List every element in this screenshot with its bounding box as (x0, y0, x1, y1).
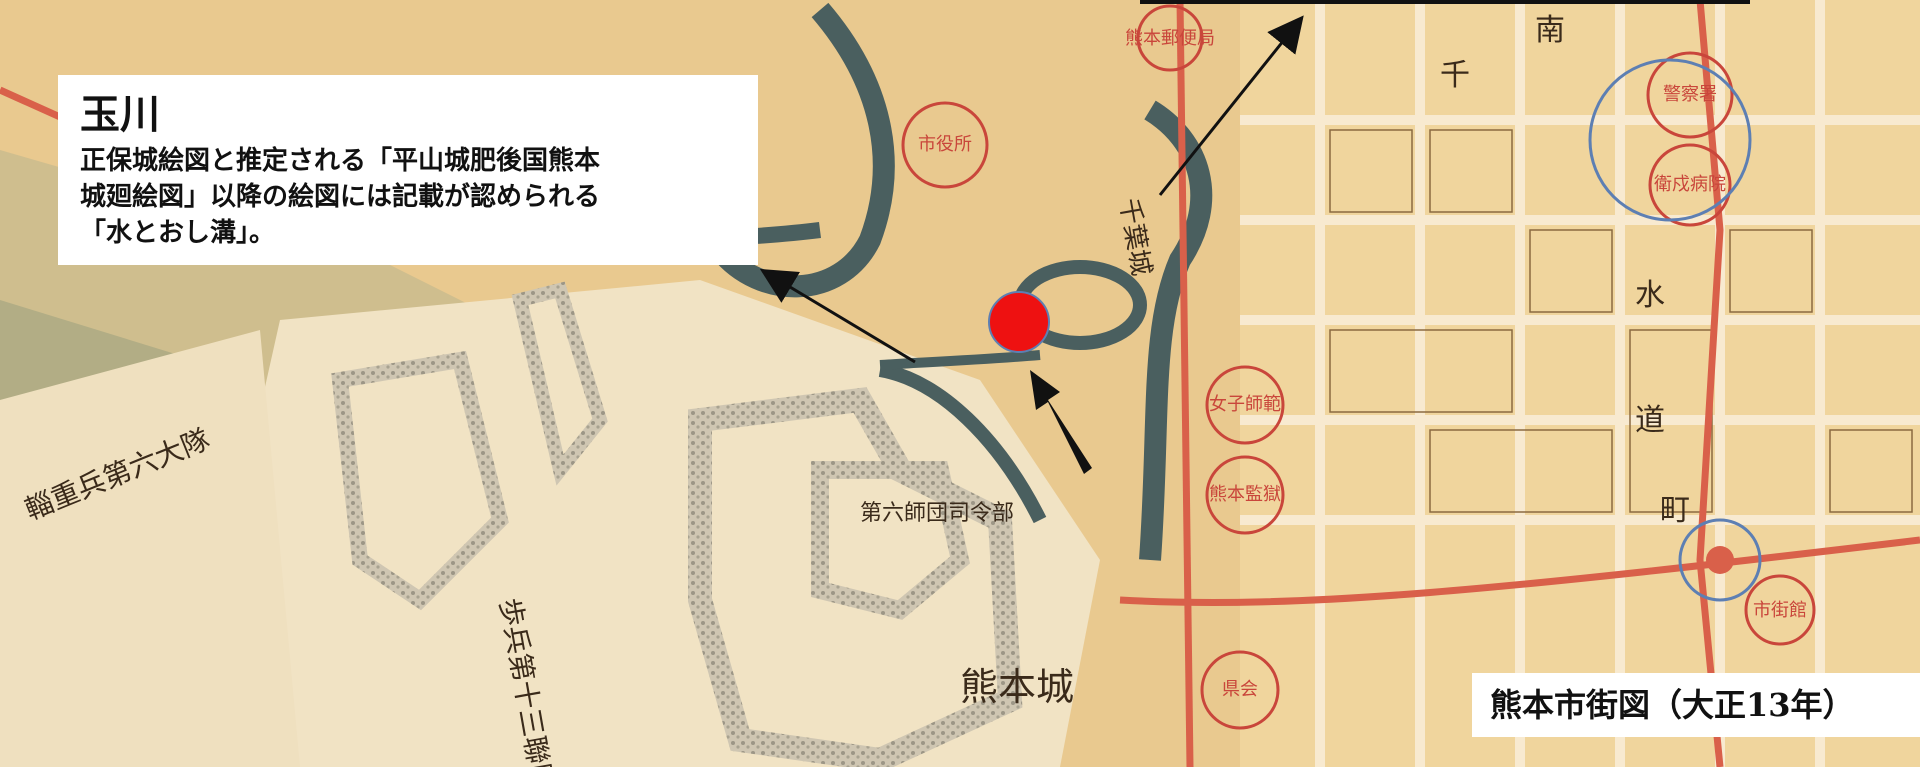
town-streets (1240, 0, 1920, 767)
blue-highlight-ring (1588, 58, 1752, 222)
inner-stone-wall (511, 281, 608, 486)
annotation-callout: 玉川 正保城絵図と推定される「平山城肥後国熊本 城廻絵図」以降の絵図には記載が認… (58, 75, 758, 265)
town-district (1240, 0, 1920, 767)
seal-circle (901, 101, 989, 189)
street-label: 道 (1635, 403, 1665, 438)
division-label: 第六師団司令部 (860, 501, 1014, 526)
bold-pointer-arrow (1030, 370, 1092, 474)
location-marker (988, 291, 1050, 353)
moat-east (1139, 100, 1213, 561)
annotation-line: 城廻絵図」以降の絵図には記載が認められる (80, 182, 601, 212)
annotation-line: 「水とおし溝」。 (80, 218, 276, 248)
annotation-line: 正保城絵図と推定される「平山城肥後国熊本 (80, 146, 601, 176)
annotation-title: 玉川 (80, 91, 160, 138)
seal-circle (1200, 650, 1280, 730)
seal-circle (1744, 574, 1816, 646)
west-grounds (0, 330, 300, 767)
intersection-ring (1678, 518, 1762, 602)
moat-inner (878, 363, 1047, 524)
seal-label: 熊本郵便局 (1125, 28, 1215, 49)
seal-label: 市街館 (1753, 600, 1807, 621)
top-arrow (1158, 15, 1304, 196)
honmaru-wall (811, 461, 970, 620)
seal-circle (1136, 4, 1204, 72)
seal-label: 警察署 (1663, 84, 1717, 105)
tamagawa-channel (879, 350, 1041, 370)
seal-circle (1646, 51, 1734, 139)
seal-circle (1205, 365, 1285, 445)
west-bailey-wall (331, 350, 509, 611)
seal-circle (1648, 143, 1732, 227)
seals (901, 4, 1816, 730)
annotation-body: 正保城絵図と推定される「平山城肥後国熊本 城廻絵図」以降の絵図には記載が認められ… (80, 143, 736, 251)
callout-arrow (759, 268, 916, 364)
intersection-node (1706, 546, 1734, 574)
street-label: 町 (1660, 493, 1690, 528)
seal-label: 熊本監獄 (1209, 484, 1281, 505)
seal-circle (1205, 455, 1285, 535)
seal-label: 衛戍病院 (1654, 174, 1726, 195)
street-label: 千 (1440, 58, 1470, 93)
seal-label: 市役所 (918, 134, 972, 155)
street-label: 南 (1535, 13, 1565, 48)
block-outlines (1329, 129, 1913, 513)
castle-label: 熊本城 (960, 665, 1074, 709)
street-label: 水 (1635, 278, 1665, 313)
top-callout-edge (1140, 0, 1750, 4)
seal-label: 県会 (1222, 679, 1258, 700)
map-caption: 熊本市街図（大正13年） (1472, 673, 1920, 737)
seal-label: 女子師範 (1209, 394, 1281, 415)
castle-stone-wall (688, 387, 1023, 767)
